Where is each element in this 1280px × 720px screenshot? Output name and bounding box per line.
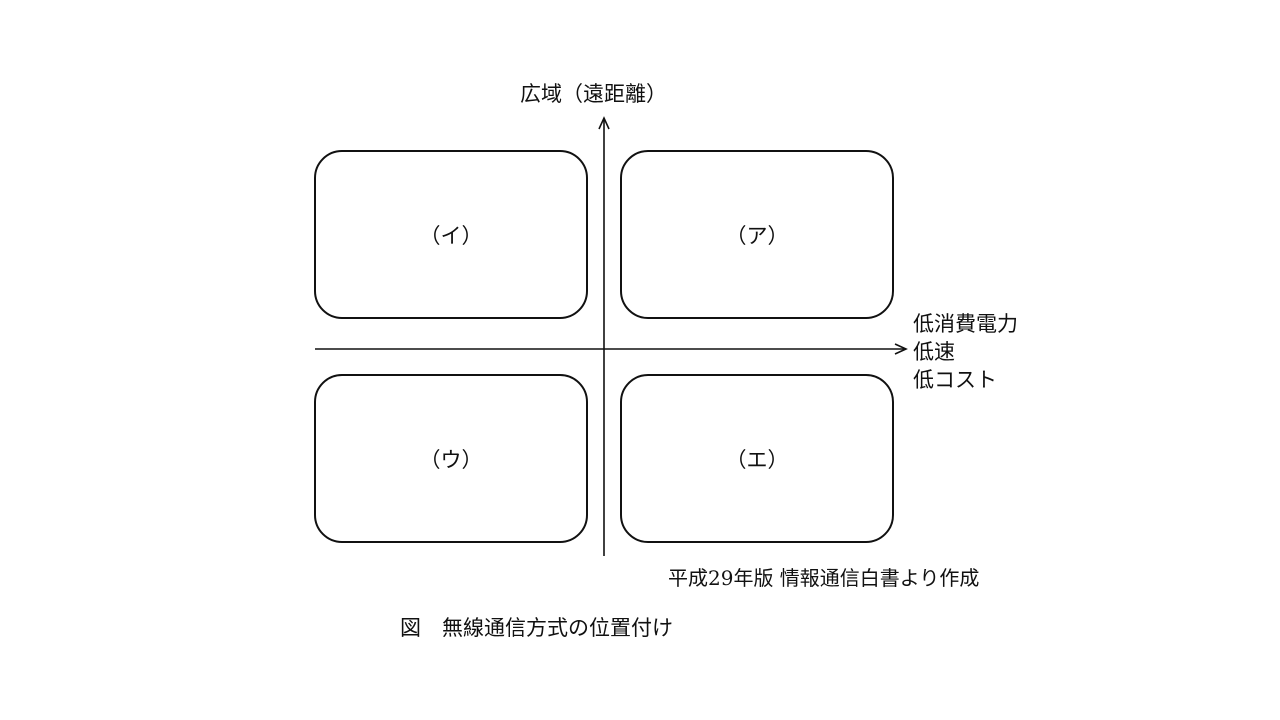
quadrant-label-top-left: （イ） — [419, 223, 483, 248]
y-axis-label: 広域（遠距離） — [520, 82, 667, 106]
quadrant-box-top-right: （ア） — [620, 150, 894, 319]
quadrant-box-bottom-left: （ウ） — [314, 374, 588, 543]
quadrant-box-top-left: （イ） — [314, 150, 588, 319]
figure-caption: 図 無線通信方式の位置付け — [400, 616, 673, 640]
quadrant-label-top-right: （ア） — [725, 223, 789, 248]
x-axis-label-line-3: 低コスト — [913, 368, 997, 392]
source-note: 平成29年版 情報通信白書より作成 — [668, 566, 980, 590]
x-axis-label: 低消費電力 低速 低コスト — [913, 310, 1018, 394]
quadrant-label-bottom-right: （エ） — [725, 447, 789, 472]
quadrant-label-bottom-left: （ウ） — [419, 447, 483, 472]
x-axis-label-line-1: 低消費電力 — [913, 312, 1018, 336]
x-axis-label-line-2: 低速 — [913, 340, 955, 364]
quadrant-box-bottom-right: （エ） — [620, 374, 894, 543]
